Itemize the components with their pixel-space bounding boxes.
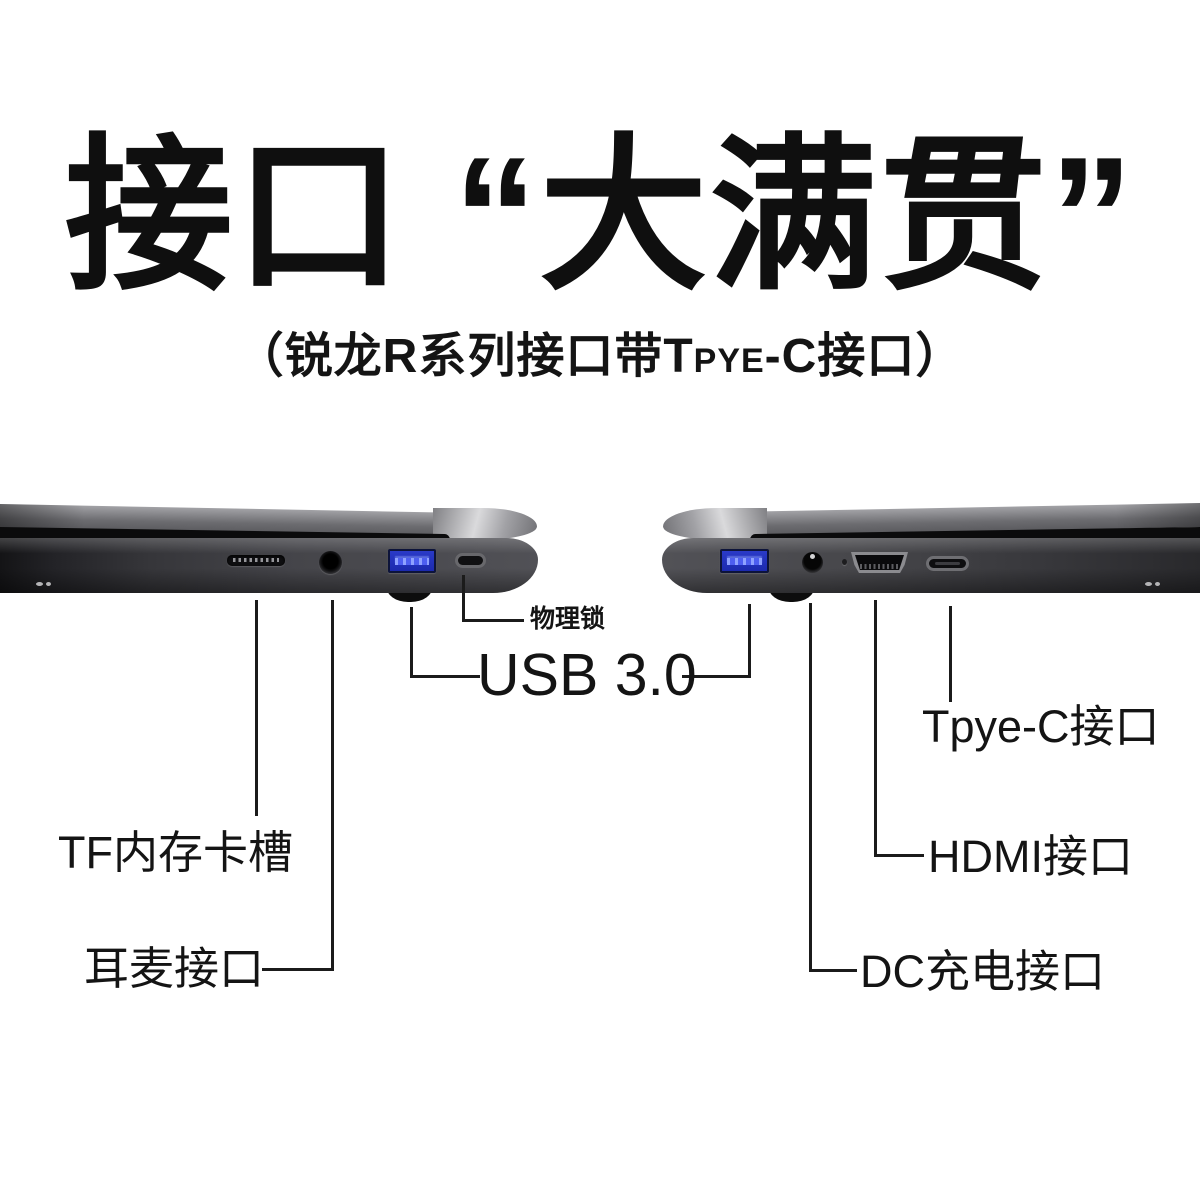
leader-line-dc [809, 603, 812, 972]
lock-slot-port [455, 553, 486, 568]
laptop-lid-edge [433, 508, 537, 540]
page-subtitle: （锐龙R系列接口带Tpye-C接口） [235, 330, 965, 383]
label-usb-3-0: USB 3.0 [477, 642, 697, 708]
label-dc-charge-port: DC充电接口 [860, 946, 1105, 997]
hdmi-port [851, 552, 908, 573]
bottom-foot-dot [1155, 582, 1160, 586]
leader-line-usb-right [748, 604, 751, 678]
power-led [842, 559, 847, 565]
bottom-foot-dot [46, 582, 51, 586]
label-tf-card-slot: TF内存卡槽 [58, 827, 293, 878]
type-c-tongue [935, 562, 960, 565]
leader-line-tf [255, 600, 258, 816]
leader-line-headset [262, 968, 334, 971]
tf-card-slot-port [227, 555, 285, 566]
dc-jack-pin [810, 554, 815, 559]
label-physical-lock: 物理锁 [530, 605, 606, 633]
usb3-port-left [388, 549, 436, 573]
tf-slot-pins [233, 558, 279, 562]
laptop-lid-edge [663, 508, 767, 540]
leader-line-usb-left [410, 675, 480, 678]
usb3-port-right [720, 549, 769, 573]
leader-line-usb-left [410, 607, 413, 678]
label-hdmi-port: HDMI接口 [928, 831, 1133, 882]
leader-line-dc [809, 969, 857, 972]
dc-jack-port [802, 552, 823, 573]
bottom-foot-dot [1145, 582, 1152, 586]
leader-line-lock [462, 575, 465, 622]
leader-line-headset [331, 600, 334, 971]
page-title: 接口 “大满贯” [64, 122, 1136, 310]
headset-jack-port [319, 551, 342, 574]
type-c-port [926, 556, 969, 571]
leader-line-type-c [949, 606, 952, 702]
usb-port-tongue [395, 558, 429, 565]
hdmi-port-pins [860, 564, 899, 569]
bottom-foot-dot [36, 582, 43, 586]
leader-line-hdmi [874, 854, 924, 857]
leader-line-hdmi [874, 600, 877, 857]
label-headset-jack: 耳麦接口 [84, 943, 265, 994]
leader-line-lock [462, 619, 524, 622]
label-type-c-port: Tpye-C接口 [922, 701, 1160, 752]
usb-port-tongue [727, 558, 762, 565]
leader-line-usb-right [682, 675, 751, 678]
